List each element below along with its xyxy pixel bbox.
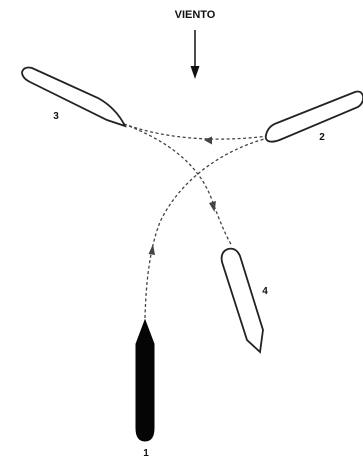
wind-arrow-icon bbox=[191, 30, 200, 79]
path-2-to-3 bbox=[124, 124, 268, 139]
wind-label: VIENTO bbox=[175, 9, 216, 21]
boat-1-hull bbox=[136, 320, 154, 441]
path-arrow-icon bbox=[204, 137, 212, 145]
path-arrow-icon bbox=[149, 244, 156, 255]
boat-4-hull bbox=[222, 249, 263, 352]
boat-2-label: 2 bbox=[319, 132, 325, 143]
boat-4-label: 4 bbox=[262, 286, 268, 297]
boat-1-label: 1 bbox=[143, 448, 149, 459]
path-3-to-4 bbox=[124, 124, 232, 246]
path-arrow-icon bbox=[209, 201, 216, 212]
boat-3-label: 3 bbox=[53, 111, 59, 122]
boat-3-hull bbox=[22, 68, 125, 127]
boat-2-hull bbox=[266, 92, 363, 142]
